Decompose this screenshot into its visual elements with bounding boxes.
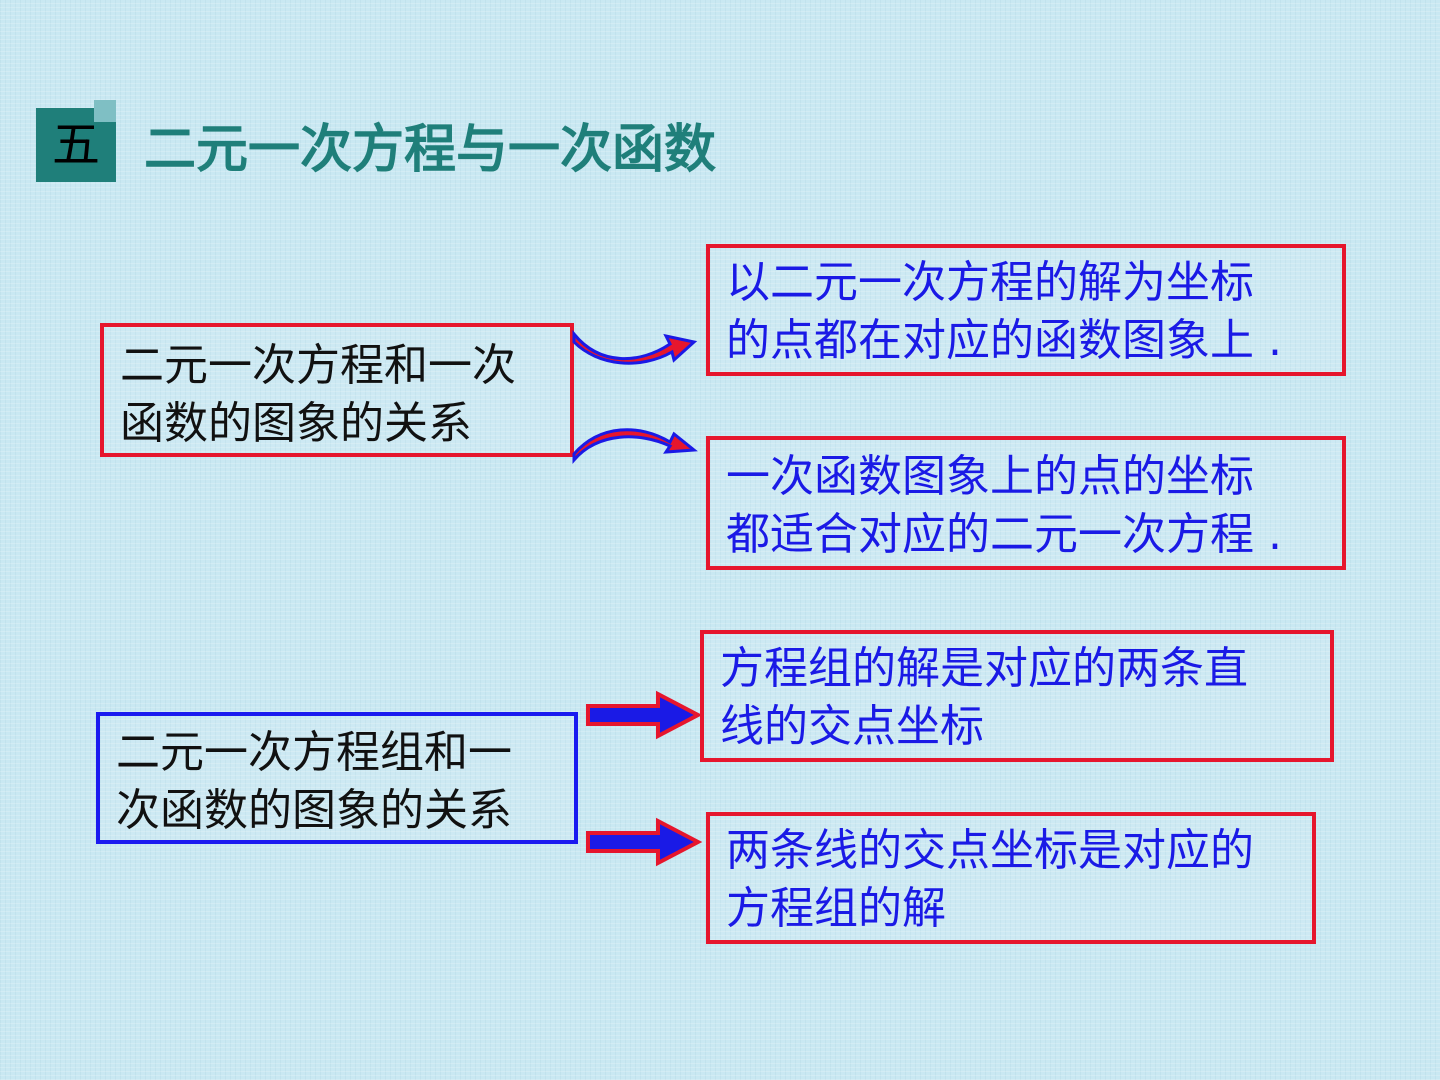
badge-decoration-square	[94, 100, 116, 122]
system-function-relation-box: 二元一次方程组和一 次函数的图象的关系	[96, 712, 578, 844]
box-line: 函数的图象的关系	[120, 398, 472, 449]
right-arrow-icon-top	[586, 690, 703, 740]
box-line: 线的交点坐标	[720, 701, 984, 752]
box-line: 一次函数图象上的点的坐标	[726, 451, 1254, 502]
box-line: 的点都在对应的函数图象上 .	[726, 315, 1282, 366]
system-solution-intersection-box: 方程组的解是对应的两条直 线的交点坐标	[700, 630, 1334, 762]
intersection-is-solution-box: 两条线的交点坐标是对应的 方程组的解	[706, 812, 1316, 944]
equation-function-relation-box: 二元一次方程和一次 函数的图象的关系	[100, 323, 574, 457]
box-line: 次函数的图象的关系	[116, 785, 512, 836]
solution-points-on-graph-box: 以二元一次方程的解为坐标 的点都在对应的函数图象上 .	[706, 244, 1346, 376]
box-line: 二元一次方程和一次	[120, 340, 516, 391]
page-title: 二元一次方程与一次函数	[144, 120, 717, 180]
right-arrow-icon-bottom	[586, 817, 703, 867]
box-line: 方程组的解是对应的两条直	[720, 643, 1248, 694]
curved-arrow-icon-top	[572, 329, 698, 365]
graph-points-satisfy-equation-box: 一次函数图象上的点的坐标 都适合对应的二元一次方程 .	[706, 436, 1346, 570]
box-line: 以二元一次方程的解为坐标	[726, 257, 1254, 308]
box-line: 方程组的解	[726, 883, 946, 934]
box-line: 都适合对应的二元一次方程 .	[726, 509, 1282, 560]
box-line: 两条线的交点坐标是对应的	[726, 825, 1254, 876]
box-line: 二元一次方程组和一	[116, 727, 512, 778]
curved-arrow-icon-bottom	[572, 428, 698, 465]
